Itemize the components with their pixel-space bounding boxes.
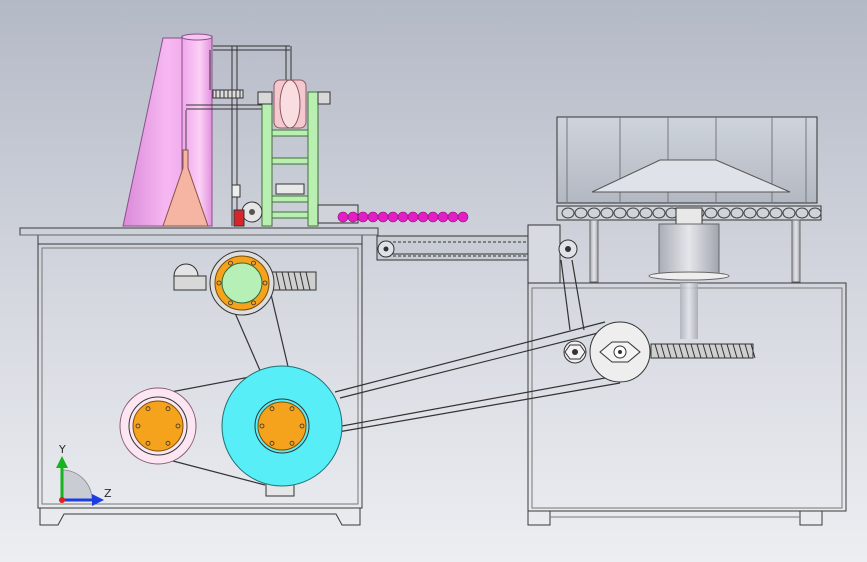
worm-thread bbox=[744, 343, 750, 359]
tray-pocket bbox=[639, 207, 653, 219]
tray-pocket bbox=[743, 207, 757, 219]
worm-thread bbox=[696, 343, 702, 359]
hopper-assembly bbox=[122, 33, 359, 227]
green-pulley bbox=[221, 262, 263, 304]
y-axis-label: Y bbox=[58, 443, 66, 456]
z-axis-label: Z bbox=[104, 487, 112, 500]
tray-pocket bbox=[626, 207, 640, 219]
worm-thread bbox=[726, 343, 732, 359]
tray-pocket bbox=[652, 207, 666, 219]
left-tabletop bbox=[19, 227, 379, 245]
bolt-hole bbox=[228, 300, 233, 306]
bolt-hole bbox=[251, 300, 256, 306]
worm-thread bbox=[684, 343, 690, 359]
rotary-tray-assembly bbox=[556, 116, 822, 339]
cone-deflector bbox=[591, 159, 791, 193]
magenta-ball-row bbox=[337, 211, 469, 223]
worm-thread bbox=[660, 343, 666, 359]
worm-thread bbox=[720, 343, 726, 359]
bolt-hole bbox=[165, 440, 171, 446]
bolt-hole bbox=[289, 440, 295, 446]
drive-pulleys bbox=[119, 250, 343, 497]
bolt-hole bbox=[289, 406, 295, 412]
bolt-hole bbox=[165, 406, 171, 412]
tray-pocket bbox=[756, 207, 770, 219]
right-drive bbox=[563, 321, 756, 383]
salmon-funnel bbox=[162, 149, 209, 227]
tray-pocket bbox=[600, 207, 614, 219]
tray-pocket bbox=[704, 207, 718, 219]
tray-pocket bbox=[769, 207, 783, 219]
tray-pocket bbox=[717, 207, 731, 219]
bolt-hole bbox=[216, 280, 222, 286]
right-worm-gear bbox=[650, 343, 754, 359]
center-column bbox=[658, 223, 720, 277]
drive-belts bbox=[149, 259, 621, 486]
tray-pocket bbox=[574, 207, 588, 219]
worm-thread bbox=[654, 343, 660, 359]
green-frame bbox=[261, 91, 319, 227]
bolt-hole bbox=[145, 440, 151, 446]
left-cabinet bbox=[19, 227, 379, 526]
worm-thread bbox=[672, 343, 678, 359]
bolt-hole bbox=[262, 280, 268, 286]
bolt-hole bbox=[228, 260, 233, 266]
bolt-hole bbox=[135, 423, 141, 429]
tray-pocket bbox=[587, 207, 601, 219]
right-cabinet-foot-right bbox=[799, 510, 823, 526]
bolt-hole bbox=[269, 440, 275, 446]
worm-thread bbox=[702, 343, 708, 359]
left-cabinet-feet bbox=[39, 508, 361, 526]
cyan-pulley-hub bbox=[257, 401, 307, 451]
worm-thread bbox=[732, 343, 738, 359]
axis-triad: Y Z bbox=[56, 443, 112, 506]
worm-thread bbox=[666, 343, 672, 359]
tray-pocket bbox=[782, 207, 796, 219]
bolt-hole bbox=[145, 406, 151, 412]
bolt-hole bbox=[269, 406, 275, 412]
bolt-hole bbox=[175, 423, 181, 429]
worm-thread bbox=[714, 343, 720, 359]
bolt-hole bbox=[251, 260, 256, 266]
right-cabinet-foot-left bbox=[527, 510, 551, 526]
tray-pocket bbox=[795, 207, 809, 219]
bolt-hole bbox=[259, 423, 265, 429]
conveyor-support bbox=[527, 224, 561, 284]
tray-pocket bbox=[730, 207, 744, 219]
worm-thread bbox=[708, 343, 714, 359]
pink-pulley-hub bbox=[132, 400, 184, 452]
bolt-hole bbox=[299, 423, 305, 429]
worm-thread bbox=[690, 343, 696, 359]
worm-thread bbox=[738, 343, 744, 359]
tray-pocket bbox=[561, 207, 575, 219]
tray-pocket bbox=[808, 207, 822, 219]
chain-conveyor bbox=[376, 224, 578, 284]
worm-thread bbox=[750, 343, 756, 359]
tray-pocket bbox=[613, 207, 627, 219]
worm-thread bbox=[678, 343, 684, 359]
